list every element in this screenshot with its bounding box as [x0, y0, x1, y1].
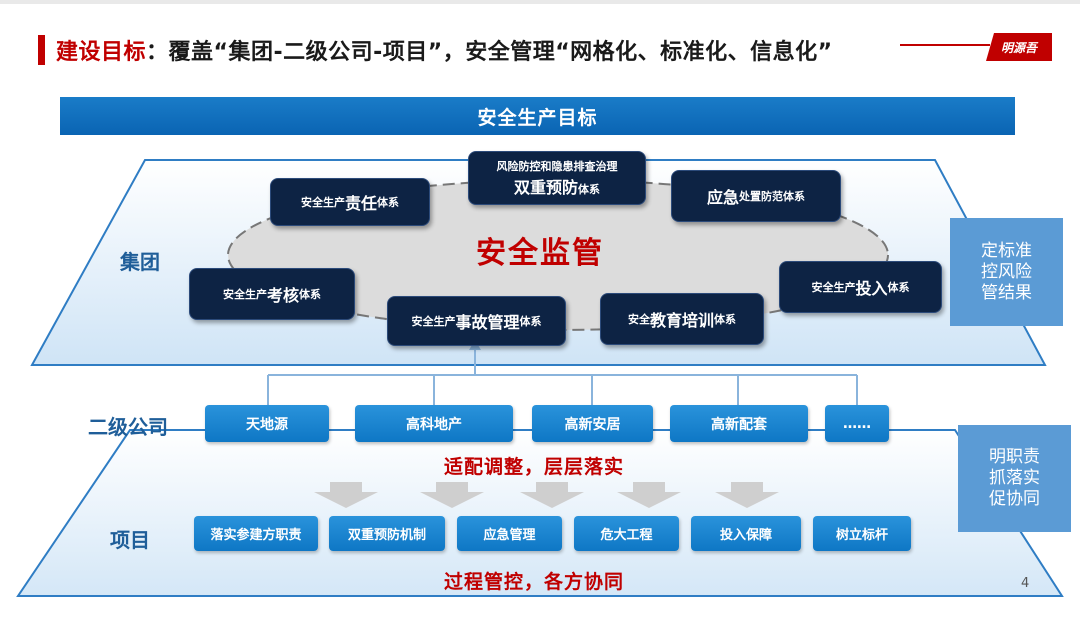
project-item: 双重预防机制: [329, 516, 445, 551]
level-label-group: 集团: [120, 250, 160, 274]
down-arrows: [314, 482, 779, 508]
goal-banner: 安全生产目标: [60, 97, 1015, 135]
system-box-training: 安全教育培训体系: [600, 293, 764, 345]
group-side-note: 定标准控风险管结果: [950, 218, 1063, 326]
system-box-accident-management: 安全生产事故管理体系: [387, 296, 566, 346]
system-box-dual-prevention: 风险防控和隐患排查治理 双重预防体系: [468, 151, 646, 205]
project-item: 危大工程: [574, 516, 679, 551]
company-box: 高科地产: [355, 405, 513, 442]
brand-logo: 明源吾: [986, 33, 1052, 61]
subsidiary-slogan: 适配调整，层层落实: [444, 456, 625, 478]
system-box-emergency: 应急处置防范体系: [671, 170, 841, 222]
title-accent-bar: [38, 35, 45, 65]
title-prefix: 建设目标: [56, 40, 147, 65]
level-label-project: 项目: [110, 528, 150, 552]
company-box: 高新配套: [670, 405, 808, 442]
system-box-investment: 安全生产投入体系: [779, 261, 942, 313]
company-box-more: ……: [825, 405, 889, 442]
company-box: 天地源: [205, 405, 329, 442]
project-item: 落实参建方职责: [194, 516, 318, 551]
project-item: 应急管理: [457, 516, 562, 551]
company-box: 高新安居: [532, 405, 653, 442]
top-border: [0, 0, 1080, 4]
subsidiary-side-note: 明职责抓落实促协同: [958, 425, 1071, 532]
level-label-subsidiary: 二级公司: [88, 415, 168, 439]
project-item: 投入保障: [691, 516, 801, 551]
header-divider: [900, 44, 990, 46]
page-number: 4: [1021, 576, 1030, 591]
system-box-responsibility: 安全生产责任体系: [270, 178, 430, 226]
system-box-assessment: 安全生产考核体系: [189, 268, 355, 320]
project-item: 树立标杆: [813, 516, 911, 551]
page-title: 建设目标：覆盖“集团-二级公司-项目”，安全管理“网格化、标准化、信息化”: [56, 34, 833, 66]
project-slogan: 过程管控，各方协同: [444, 571, 625, 593]
center-label: 安全监管: [476, 236, 604, 271]
title-rest: ：覆盖“集团-二级公司-项目”，安全管理“网格化、标准化、信息化”: [146, 40, 833, 65]
